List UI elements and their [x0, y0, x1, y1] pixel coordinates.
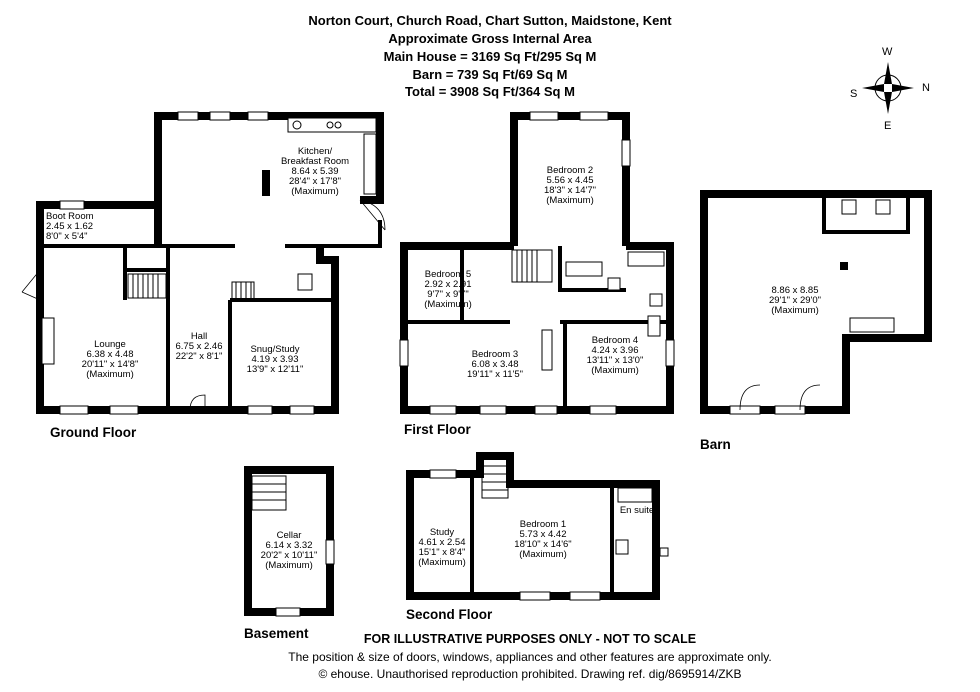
- compass-w: W: [882, 46, 893, 58]
- compass-e: E: [884, 120, 892, 132]
- total-area: Total = 3908 Sq Ft/364 Sq M: [405, 84, 575, 99]
- second-floor-label: Second Floor: [406, 607, 493, 622]
- first-floor-label: First Floor: [404, 422, 471, 437]
- address-title: Norton Court, Church Road, Chart Sutton,…: [308, 13, 672, 28]
- barn-label: Barn: [700, 437, 731, 452]
- second-floor-plan: [406, 452, 669, 601]
- disclaimer: FOR ILLUSTRATIVE PURPOSES ONLY - NOT TO …: [363, 632, 697, 646]
- basement-plan: [244, 466, 335, 617]
- basement-label: Basement: [244, 626, 309, 641]
- compass-s: S: [850, 88, 858, 100]
- first-stairs: [511, 249, 553, 283]
- compass-rose: [862, 62, 914, 114]
- room-ensuite: En suite: [619, 505, 655, 516]
- area-title: Approximate Gross Internal Area: [388, 31, 592, 46]
- barn-area: Barn = 739 Sq Ft/69 Sq M: [412, 67, 568, 82]
- main-house-area: Main House = 3169 Sq Ft/295 Sq M: [383, 49, 597, 64]
- first-floor-plan: [399, 111, 675, 415]
- second-stairs: [481, 457, 509, 499]
- barn-plan: [700, 190, 932, 415]
- compass-n: N: [922, 82, 930, 94]
- ground-stairs: [127, 273, 255, 301]
- ground-floor-plan: [21, 111, 386, 415]
- footer-note: The position & size of doors, windows, a…: [288, 650, 772, 664]
- copyright: © ehouse. Unauthorised reproduction proh…: [318, 667, 742, 681]
- basement-stairs: [251, 475, 287, 511]
- ground-floor-label: Ground Floor: [50, 425, 137, 440]
